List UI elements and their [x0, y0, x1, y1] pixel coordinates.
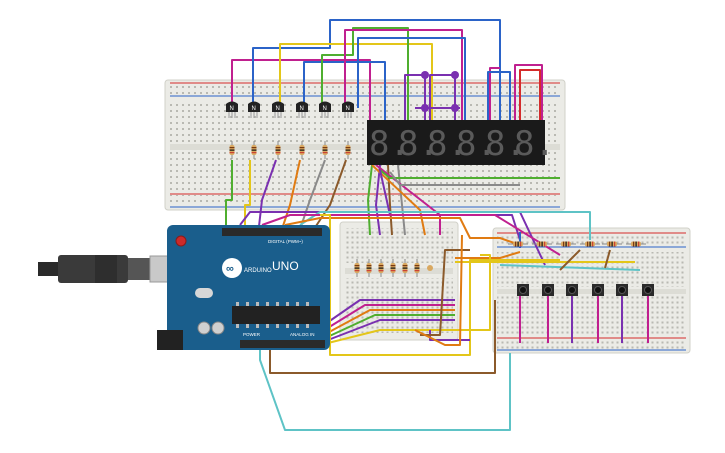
push-button[interactable] — [592, 284, 604, 296]
wire-orange — [414, 234, 463, 346]
wire-orange — [284, 217, 521, 246]
wire-pink — [514, 64, 543, 120]
wire-red — [519, 69, 541, 120]
wire-brown — [269, 300, 496, 374]
wire-orange — [455, 251, 521, 259]
transistor-label: N — [230, 106, 234, 112]
resistor — [299, 141, 305, 159]
resistor — [414, 259, 420, 277]
wire-pink — [261, 214, 561, 256]
resistor — [378, 259, 384, 277]
wire-brown — [420, 249, 470, 336]
resistor — [532, 241, 552, 247]
resistor — [626, 241, 646, 247]
resistor — [508, 241, 528, 247]
resistor — [580, 241, 600, 247]
analog-label: ANALOG IN — [290, 332, 315, 337]
npn-transistor: N — [226, 101, 238, 118]
resistor — [390, 259, 396, 277]
wire-teal — [259, 345, 511, 431]
wire-yellow — [279, 43, 433, 120]
wire-purple — [314, 319, 455, 346]
resistor — [345, 141, 351, 159]
arduino-logo-icon — [222, 258, 242, 278]
transistor-label: N — [276, 106, 280, 112]
resistors-top — [229, 141, 351, 159]
npn-transistor: N — [272, 101, 284, 118]
atmega-chip — [232, 306, 320, 324]
svg-text:∞: ∞ — [226, 263, 234, 275]
resistor — [322, 141, 328, 159]
arduino-uno-board[interactable]: ∞ ARDUINO UNO DIGITAL (PWM~) POWER ANALO… — [157, 225, 330, 350]
transistor-label: N — [300, 106, 304, 112]
wire-yellow — [319, 254, 491, 346]
resistors-middle — [354, 259, 433, 277]
display-digit: 8. — [398, 124, 439, 164]
arduino-model: UNO — [272, 259, 299, 273]
wire-green — [379, 169, 560, 179]
push-button[interactable] — [642, 284, 654, 296]
display-digit: 8. — [427, 124, 468, 164]
wire-pink — [344, 29, 463, 120]
npn-transistor: N — [248, 101, 260, 118]
wire-purple — [429, 330, 470, 341]
resistor — [229, 141, 235, 159]
wire-gray — [389, 171, 520, 186]
wire-purple — [404, 74, 426, 120]
wire-purple — [429, 74, 456, 120]
resistor — [402, 259, 408, 277]
display-digit: 8. — [514, 124, 555, 164]
wire-blue — [487, 71, 511, 120]
transistor-label: N — [346, 106, 350, 112]
display-digit: 8. — [369, 124, 410, 164]
wire-pink — [489, 67, 500, 120]
resistors-right — [508, 241, 646, 247]
wire-brown — [387, 164, 393, 236]
reset-button — [175, 235, 187, 247]
power-jack — [157, 330, 183, 350]
npn-transistor: N — [342, 101, 354, 118]
push-button[interactable] — [616, 284, 628, 296]
push-button[interactable] — [517, 284, 529, 296]
wire-blue — [357, 37, 466, 120]
resistor — [275, 141, 281, 159]
arduino-logo-text: ARDUINO — [244, 268, 272, 274]
wire-green — [321, 27, 409, 120]
transistor-label: N — [323, 106, 327, 112]
resistor — [354, 259, 360, 277]
wire-green — [309, 314, 455, 346]
digital-label: DIGITAL (PWM~) — [268, 239, 303, 244]
npn-transistor: N — [296, 101, 308, 118]
wire-teal — [299, 211, 591, 240]
display-digit: 8. — [456, 124, 497, 164]
analog-power-header — [240, 340, 325, 348]
transistor-label: N — [252, 106, 256, 112]
digital-header — [222, 228, 322, 236]
display-digit: 8. — [485, 124, 526, 164]
resistor — [556, 241, 576, 247]
wire-orange — [371, 164, 426, 236]
npn-transistor: N — [319, 101, 331, 118]
wire-blue — [252, 19, 501, 120]
wire-junctions — [421, 71, 459, 112]
wire-yellow — [320, 214, 560, 356]
push-button[interactable] — [542, 284, 554, 296]
wire-purple — [375, 164, 381, 236]
power-label: POWER — [243, 332, 261, 337]
push-button[interactable] — [566, 284, 578, 296]
seven-segment-display: 8.8.8.8.8.8. — [367, 120, 555, 165]
wire-green — [367, 164, 373, 236]
resistor — [366, 259, 372, 277]
resistor — [251, 141, 257, 159]
resistor — [602, 241, 622, 247]
wire-pink — [231, 59, 371, 120]
resistor-end — [427, 265, 433, 271]
push-buttons[interactable] — [517, 284, 654, 296]
wire-green — [225, 160, 233, 235]
wire-teal — [499, 264, 641, 271]
usb-cable — [38, 255, 183, 283]
wire-purple — [257, 159, 277, 236]
